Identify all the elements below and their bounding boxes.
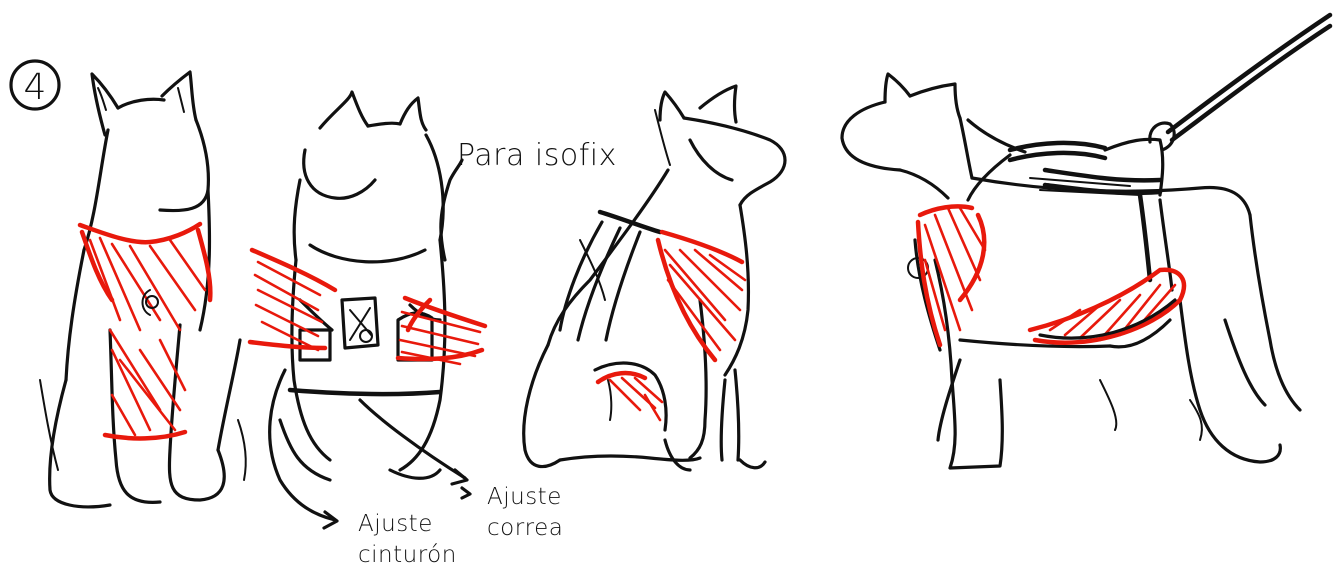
step-number: 4 — [24, 67, 47, 108]
step-marker: 4 — [9, 59, 61, 111]
dog-standing-leash-view — [840, 12, 1333, 470]
belt-adjust-line-1: Ajuste — [358, 511, 433, 537]
strap-adjust-line-1: Ajuste — [487, 484, 562, 510]
dog-back-view — [247, 90, 488, 530]
strap-adjust-line-2: correa — [487, 515, 564, 541]
belt-adjust-line-2: cinturón — [358, 542, 457, 568]
isofix-label: Para isofix — [457, 138, 617, 173]
dog-front-view — [39, 70, 247, 509]
belt-adjust-label: Ajuste cinturón — [358, 509, 457, 571]
dog-side-sitting-view — [522, 84, 787, 472]
strap-adjust-label: Ajuste correa — [487, 482, 563, 544]
